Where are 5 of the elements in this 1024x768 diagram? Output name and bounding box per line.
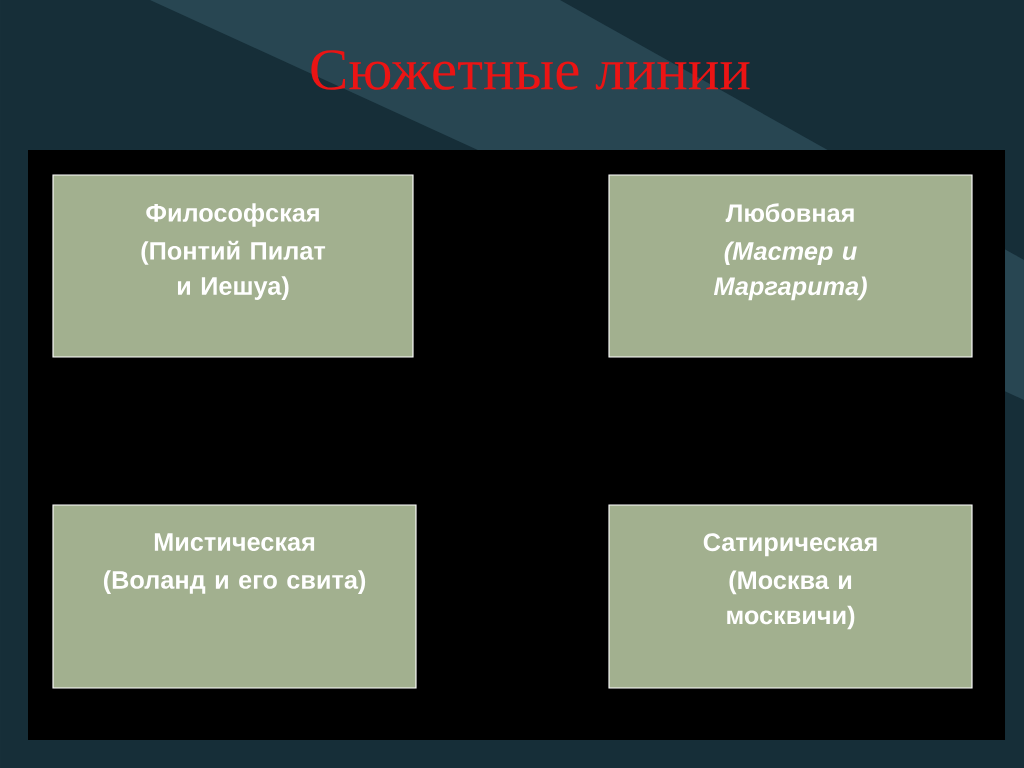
- text-box: Любовная (Мастер и Маргарита): [608, 174, 973, 358]
- text-box: Сатирическая (Москва и москвичи): [608, 504, 973, 689]
- slide-title: Сюжетные линии: [311, 50, 750, 90]
- text-box: Мистическая (Воланд и его свита): [52, 504, 417, 689]
- text-box: Философская (Понтий Пилат и Иешуа): [52, 174, 414, 358]
